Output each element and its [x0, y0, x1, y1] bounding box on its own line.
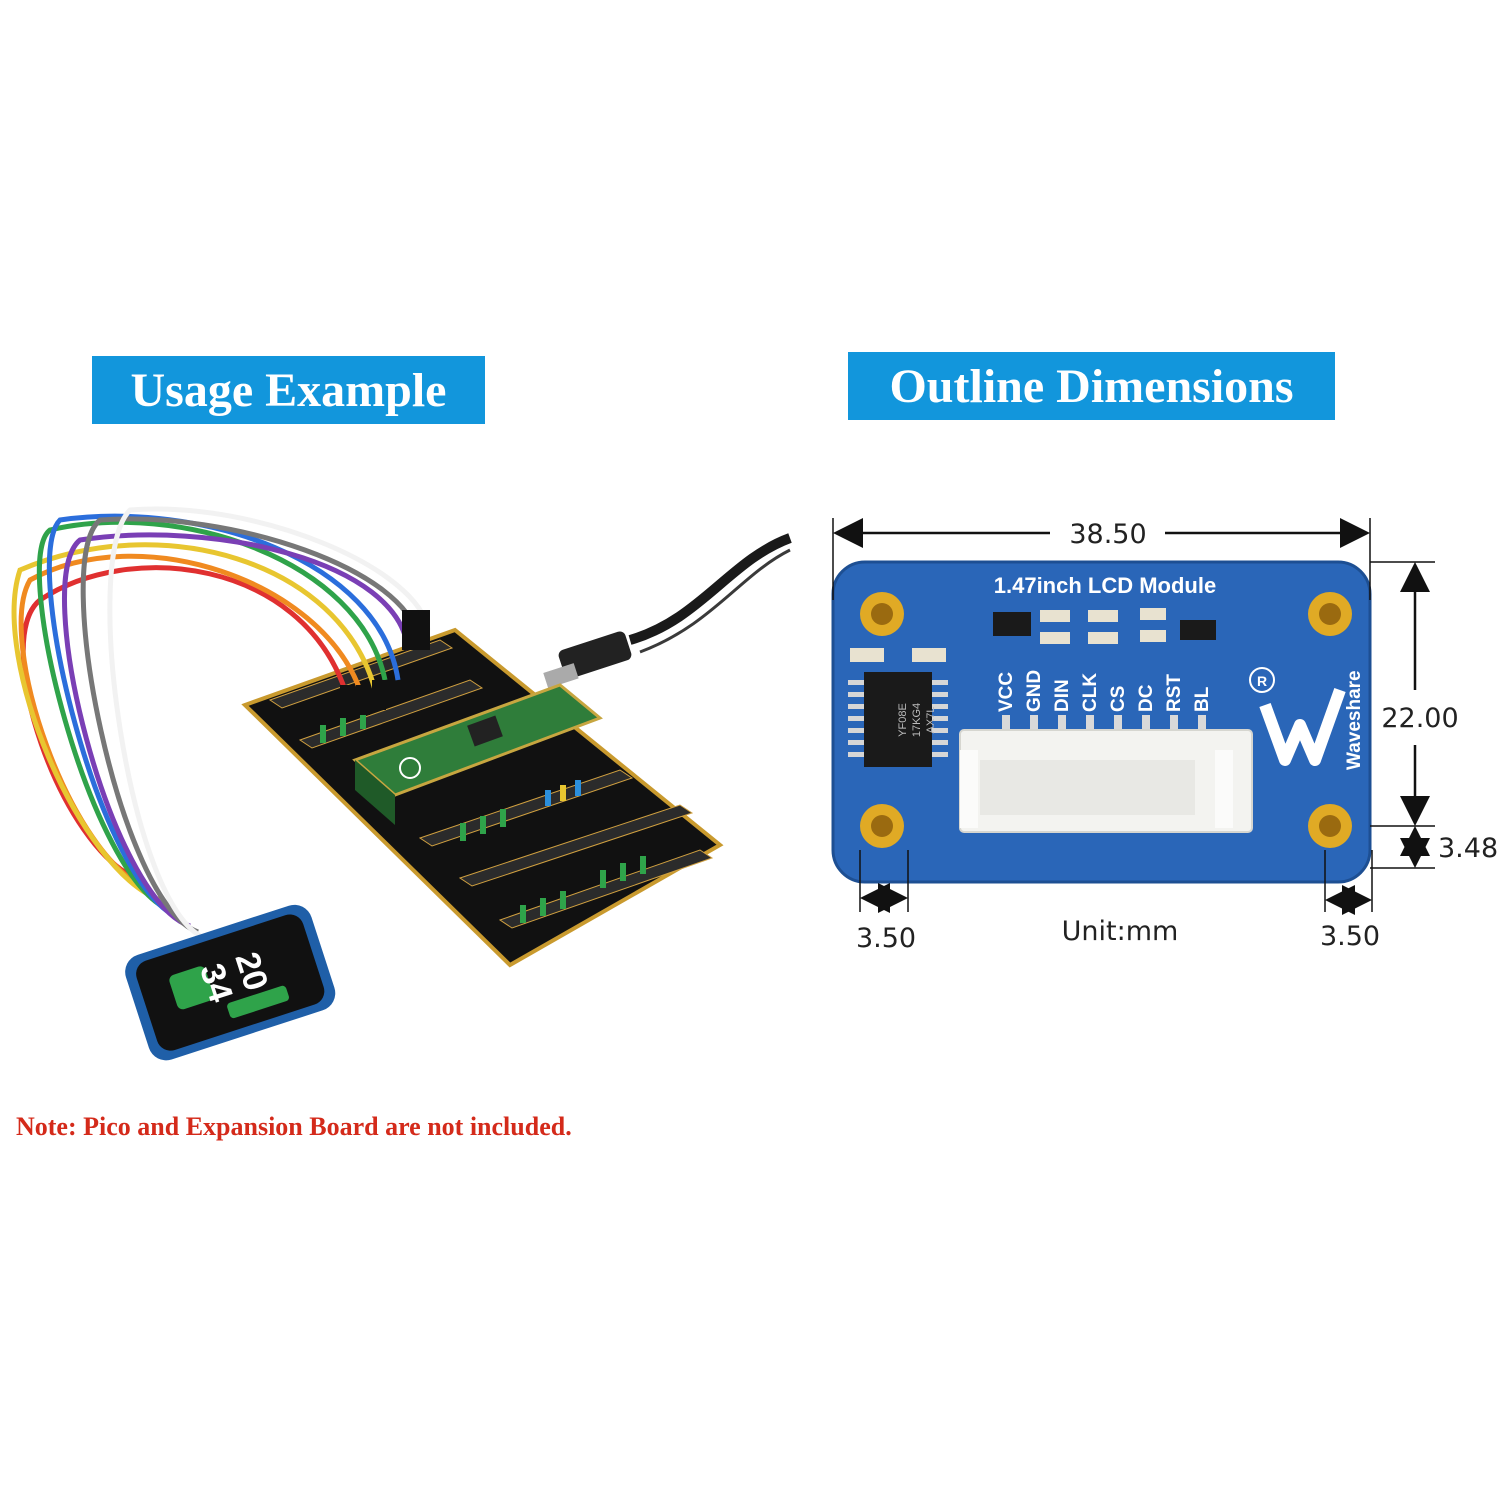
expansion-board: [241, 627, 724, 968]
board-title: 1.47inch LCD Module: [994, 573, 1216, 598]
svg-text:AX7L: AX7L: [925, 707, 937, 734]
dim-height: 22.00: [1381, 703, 1458, 734]
brand-label: Waveshare: [1344, 670, 1365, 770]
pin-label-bl: BL: [1192, 686, 1213, 712]
svg-text:R: R: [1257, 673, 1267, 689]
regulator-chip: [993, 612, 1031, 636]
dim-width: 38.50: [1069, 519, 1146, 550]
pin-label-dc: DC: [1136, 684, 1157, 712]
pin-label-clk: CLK: [1080, 673, 1101, 712]
outline-dimensions-banner: Outline Dimensions: [848, 352, 1335, 420]
dim-hole-offset-x-left: 3.50: [856, 923, 916, 954]
usb-cable: [628, 533, 792, 645]
note-text: Note: Pico and Expansion Board are not i…: [16, 1112, 572, 1141]
pin-label-cs: CS: [1108, 686, 1129, 712]
pin-label-rst: RST: [1164, 674, 1185, 712]
unit-label: Unit:mm: [1062, 916, 1179, 947]
lcd-module: 20 34: [125, 904, 336, 1061]
dim-hole-offset-y: 3.48: [1438, 833, 1497, 864]
usage-example-banner: Usage Example: [92, 356, 485, 424]
pin-label-din: DIN: [1052, 679, 1073, 712]
svg-text:17KG4: 17KG4: [911, 703, 923, 737]
raspberry-logo: [399, 757, 421, 779]
mounting-holes: [860, 592, 1352, 848]
waveshare-logo: R Waveshare: [1249, 667, 1365, 770]
dim-hole-offset-x-right: 3.50: [1320, 921, 1380, 952]
main-ic: YF08E 17KG4 AX7L: [848, 672, 948, 767]
usage-example-photo: 20 34: [11, 506, 792, 1061]
usb-plug: [558, 631, 632, 679]
pin-label-gnd: GND: [1024, 670, 1045, 712]
svg-text:YF08E: YF08E: [897, 703, 909, 737]
outline-dimensions-diagram: 1.47inch LCD Module YF08E 17KG4 AX7L VCC…: [831, 518, 1497, 954]
pin-connector: [959, 729, 1253, 833]
pin-label-vcc: VCC: [996, 672, 1017, 712]
